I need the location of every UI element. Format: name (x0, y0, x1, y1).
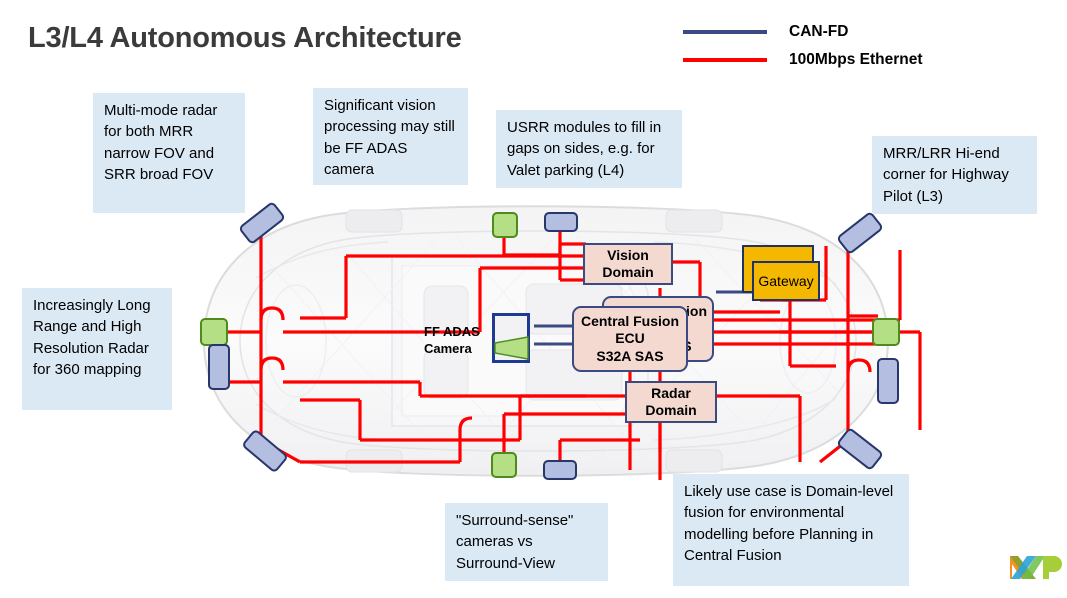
note-vision-processing: Significant vision processing may still … (313, 88, 468, 185)
legend-item-can-fd: CAN-FD (683, 18, 923, 46)
radar-sensor-right-side[interactable] (877, 358, 899, 404)
note-multimode-radar: Multi-mode radar for both MRR narrow FOV… (93, 93, 245, 213)
legend-swatch-can-fd (683, 30, 767, 34)
page-title: L3/L4 Autonomous Architecture (28, 22, 462, 54)
radar-domain-label: Radar Domain (645, 384, 697, 418)
legend-item-ethernet: 100Mbps Ethernet (683, 46, 923, 74)
note-usrr-modules: USRR modules to fill in gaps on sides, e… (496, 110, 682, 188)
note-domain-fusion-text: Likely use case is Domain-level fusion f… (684, 483, 894, 564)
radar-sensor-left-side[interactable] (208, 344, 230, 390)
radar-sensor-front-centre[interactable] (544, 212, 578, 232)
note-surround-sense-text: "Surround-sense" cameras vs Surround-Vie… (456, 512, 574, 572)
central-fusion-ecu-box[interactable]: Central Fusion ECU S32A SAS (572, 306, 688, 372)
gateway-box-front[interactable]: Gateway (752, 261, 820, 301)
note-surround-sense: "Surround-sense" cameras vs Surround-Vie… (445, 503, 608, 581)
camera-sensor-rear-centre[interactable] (491, 452, 517, 478)
legend-label-can-fd: CAN-FD (789, 23, 849, 40)
central-fusion-ecu-label: Central Fusion ECU S32A SAS (580, 313, 679, 364)
camera-sensor-right-side[interactable] (872, 318, 900, 346)
note-multimode-radar-text: Multi-mode radar for both MRR narrow FOV… (104, 102, 218, 183)
camera-sensor-left-front[interactable] (200, 318, 228, 346)
vision-domain-box[interactable]: Vision Domain (583, 243, 673, 285)
note-vision-processing-text: Significant vision processing may still … (324, 97, 455, 178)
radar-sensor-rear-centre[interactable] (543, 460, 577, 480)
radar-domain-box[interactable]: Radar Domain (625, 381, 717, 423)
camera-sensor-front-centre[interactable] (492, 212, 518, 238)
note-mrr-lrr-corner-text: MRR/LRR Hi-end corner for Highway Pilot … (883, 145, 1009, 205)
note-usrr-modules-text: USRR modules to fill in gaps on sides, e… (507, 119, 662, 179)
gateway-front-label: Gateway (758, 272, 814, 289)
note-long-range-radar-text: Increasingly Long Range and High Resolut… (33, 297, 151, 378)
note-domain-fusion: Likely use case is Domain-level fusion f… (673, 474, 909, 586)
ff-adas-camera-icon (492, 313, 534, 363)
note-mrr-lrr-corner: MRR/LRR Hi-end corner for Highway Pilot … (872, 136, 1037, 214)
note-long-range-radar: Increasingly Long Range and High Resolut… (22, 288, 172, 410)
vision-domain-label: Vision Domain (602, 246, 654, 280)
legend-label-ethernet: 100Mbps Ethernet (789, 51, 923, 68)
legend-swatch-ethernet (683, 58, 767, 62)
nxp-logo: NXP (1010, 554, 1062, 580)
legend: CAN-FD 100Mbps Ethernet (683, 18, 923, 74)
ff-adas-camera-label: FF ADAS Camera (424, 324, 480, 356)
